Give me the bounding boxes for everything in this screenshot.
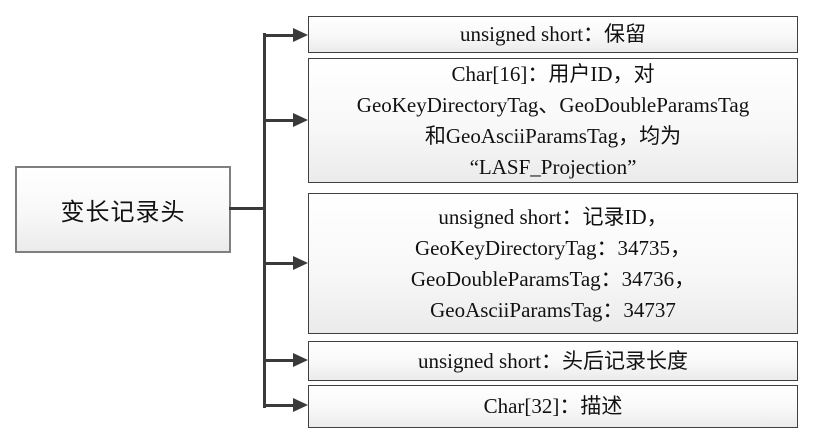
field-line: GeoKeyDirectoryTag：34735，: [414, 235, 692, 260]
arrowhead-right-icon: [293, 398, 308, 412]
field-line: unsigned short：保留: [459, 22, 647, 46]
field-box-record-length-after-header: unsigned short：头后记录长度: [308, 341, 798, 381]
connector-root-line: [229, 207, 265, 210]
arrowhead-right-icon: [293, 113, 308, 127]
field-line: 和GeoAsciiParamsTag，均为: [424, 123, 682, 148]
arrowhead-right-icon: [293, 353, 308, 367]
connector-branch-line: [263, 34, 294, 37]
field-line: unsigned short：记录ID，: [438, 204, 668, 229]
root-node-label: 变长记录头: [60, 200, 186, 226]
field-line: GeoKeyDirectoryTag、GeoDoubleParamsTag: [356, 92, 750, 117]
field-box-user-id: Char[16]：用户ID，对 GeoKeyDirectoryTag、GeoDo…: [308, 58, 798, 183]
field-box-description: Char[32]：描述: [308, 385, 798, 428]
arrowhead-right-icon: [293, 256, 308, 270]
field-box-record-id: unsigned short：记录ID， GeoKeyDirectoryTag：…: [308, 193, 798, 334]
connector-branch-line: [263, 404, 294, 407]
connector-trunk-line: [263, 33, 266, 408]
field-line: “LASF_Projection”: [469, 154, 637, 179]
connector-branch-line: [263, 359, 294, 362]
field-line: Char[32]：描述: [483, 394, 623, 418]
field-line: GeoAsciiParamsTag：34737: [430, 297, 676, 322]
root-node-box: 变长记录头: [15, 166, 231, 253]
field-line: unsigned short：头后记录长度: [417, 348, 689, 373]
field-line: Char[16]：用户ID，对: [451, 61, 655, 86]
arrowhead-right-icon: [293, 28, 308, 42]
field-line: GeoDoubleParamsTag：34736，: [410, 266, 696, 291]
field-box-reserved: unsigned short：保留: [308, 16, 798, 53]
connector-branch-line: [263, 119, 294, 122]
connector-branch-line: [263, 262, 294, 265]
